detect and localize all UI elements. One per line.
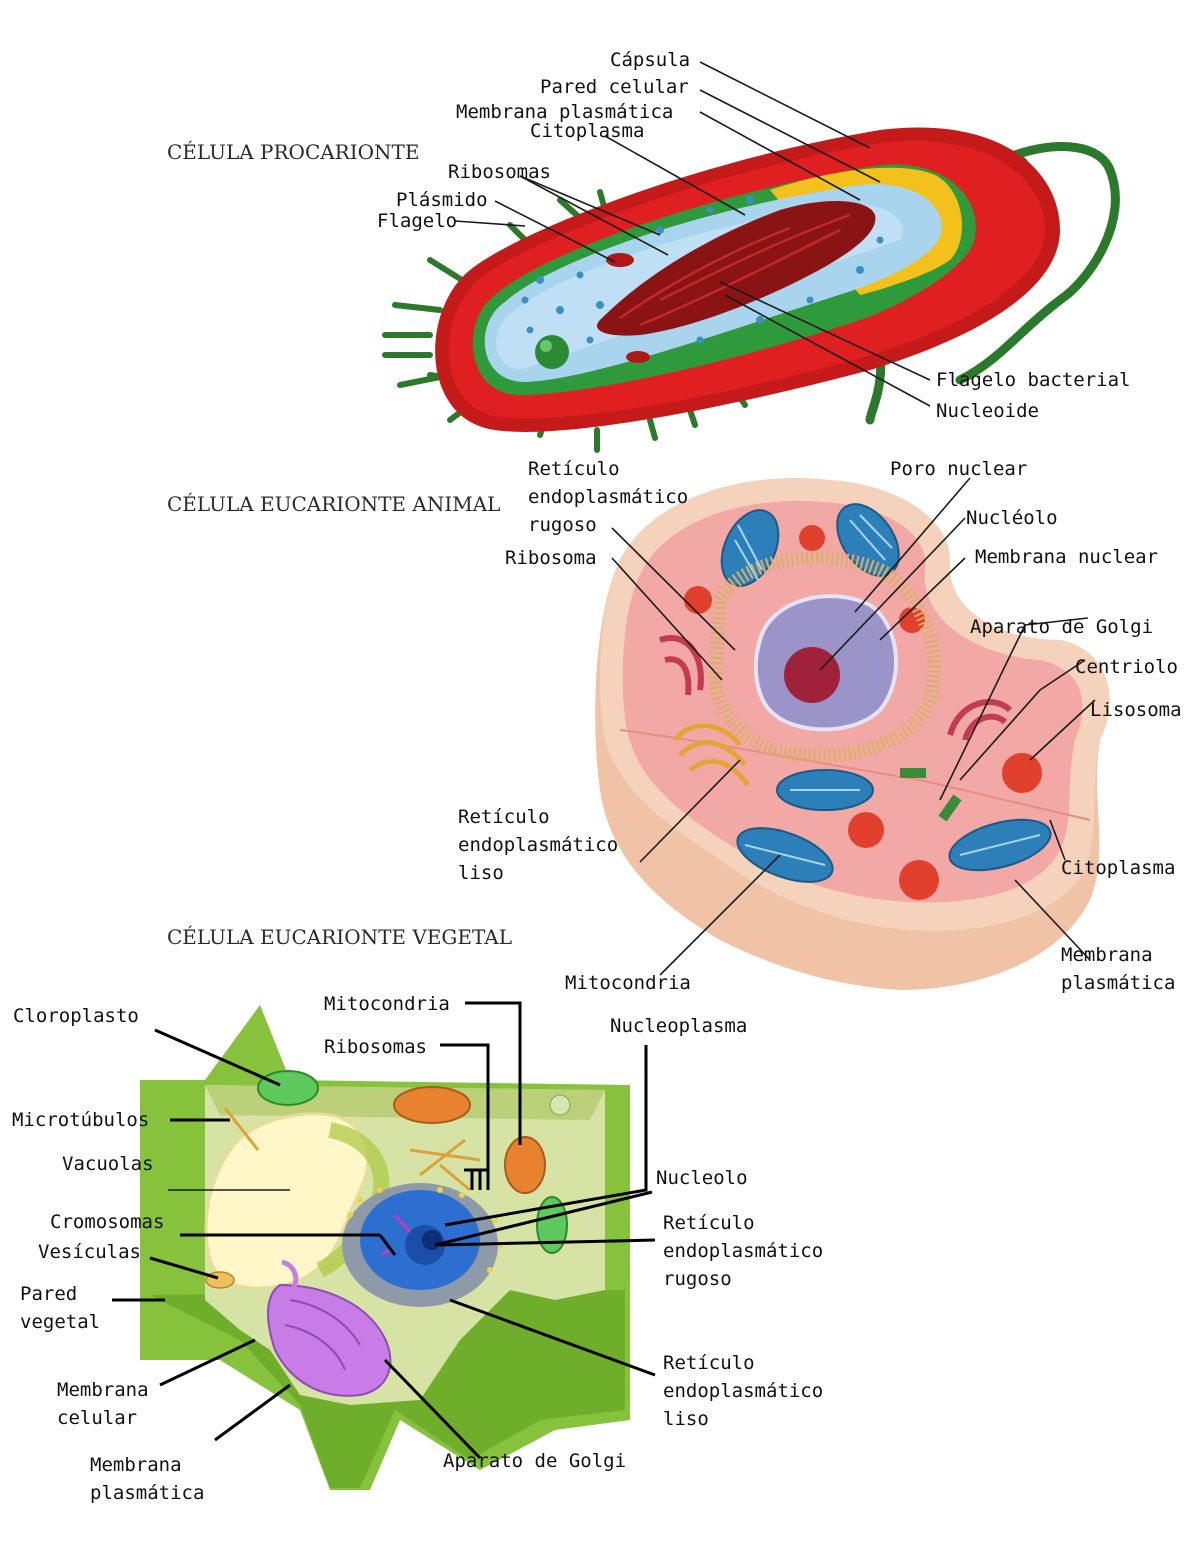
label-mitocondria-vegetal: Mitocondria: [324, 993, 450, 1015]
label-flagelo-bacterial: Flagelo bacterial: [936, 369, 1131, 391]
label-capsula: Cápsula: [610, 49, 691, 71]
label-aparato-golgi: Aparato de Golgi: [970, 616, 1154, 638]
animal-leader-lines: [611, 477, 1096, 976]
label-reticulo-rugoso-vegetal: Retículo endoplasmático rugoso: [663, 1212, 824, 1290]
animal-title: CÉLULA EUCARIONTE ANIMAL: [167, 492, 501, 516]
label-vesiculas: Vesículas: [38, 1241, 141, 1263]
label-poro-nuclear: Poro nuclear: [890, 458, 1028, 480]
label-vacuolas: Vacuolas: [62, 1153, 154, 1175]
prokaryote-illustration: [382, 127, 1120, 453]
label-pared-vegetal: Pared vegetal: [20, 1283, 101, 1333]
label-mitocondria-animal: Mitocondria: [565, 972, 691, 994]
label-reticulo-rugoso: Retículo endoplasmático rugoso: [528, 458, 689, 536]
label-nucleolo: Nucléolo: [966, 507, 1058, 529]
label-cromosomas: Cromosomas: [50, 1211, 165, 1233]
label-ribosomas: Ribosomas: [448, 161, 551, 183]
label-microtubulos: Microtúbulos: [12, 1109, 150, 1131]
label-reticulo-liso-vegetal: Retículo endoplasmático liso: [663, 1352, 824, 1430]
plant-cell-illustration: [140, 1005, 630, 1490]
label-lisosoma: Lisosoma: [1090, 699, 1182, 721]
label-centriolo: Centriolo: [1075, 656, 1178, 678]
label-nucleolo-vegetal: Nucleolo: [656, 1167, 748, 1189]
animal-cell-illustration: [595, 478, 1110, 990]
label-plasmido: Plásmido: [396, 189, 488, 211]
label-nucleoide: Nucleoide: [936, 400, 1039, 422]
label-pared-celular: Pared celular: [540, 76, 689, 98]
label-membrana-nuclear: Membrana nuclear: [975, 546, 1159, 568]
prokaryote-leader-lines: [454, 61, 931, 407]
label-flagelo: Flagelo: [377, 210, 458, 232]
label-ribosoma: Ribosoma: [505, 547, 597, 569]
label-aparato-golgi-vegetal: Aparato de Golgi: [443, 1450, 627, 1472]
plant-title: CÉLULA EUCARIONTE VEGETAL: [167, 925, 512, 949]
plant-leader-lines: [112, 1001, 656, 1460]
label-membrana-celular: Membrana celular: [57, 1379, 149, 1429]
label-cloroplasto: Cloroplasto: [13, 1005, 139, 1027]
label-citoplasma: Citoplasma: [530, 120, 645, 142]
label-membrana-plasmatica: Membrana plasmática: [456, 101, 674, 123]
label-membrana-plasmatica-animal: Membrana plasmática: [1061, 944, 1176, 994]
label-citoplasma-animal: Citoplasma: [1061, 857, 1176, 879]
prokaryote-title: CÉLULA PROCARIONTE: [167, 140, 420, 164]
label-membrana-plasmatica-vegetal: Membrana plasmática: [90, 1454, 205, 1504]
label-reticulo-liso: Retículo endoplasmático liso: [458, 806, 619, 884]
label-nucleoplasma: Nucleoplasma: [610, 1015, 748, 1037]
label-ribosomas-vegetal: Ribosomas: [324, 1036, 427, 1058]
